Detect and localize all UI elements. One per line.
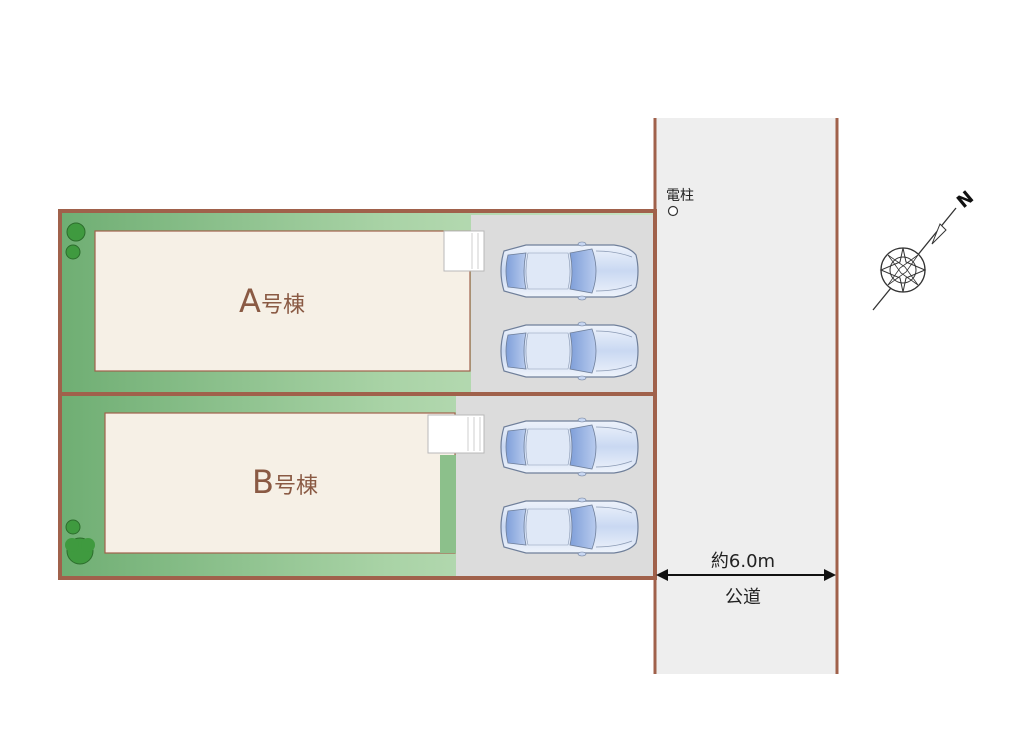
- utility-pole-label: 電柱: [666, 188, 694, 204]
- tree-icon: [65, 519, 81, 535]
- arrow-right-icon: [824, 569, 836, 581]
- road-label: 公道: [725, 587, 761, 608]
- utility-pole-icon: [667, 205, 679, 217]
- compass-north-label: N: [953, 187, 978, 213]
- house-a-footprint: [94, 230, 471, 372]
- parked-car-icon: [500, 417, 639, 477]
- road-width-label: 約6.0m: [711, 551, 775, 572]
- svg-text:A号棟: A号棟: [239, 282, 305, 320]
- tree-icon: [65, 244, 81, 260]
- house-b-steps: [427, 414, 485, 454]
- public-road: [655, 118, 837, 674]
- svg-text:B号棟: B号棟: [252, 463, 318, 501]
- parked-car-icon: [500, 321, 639, 381]
- compass-icon: N: [872, 187, 978, 311]
- tree-icon: [66, 222, 86, 242]
- house-a-suffix: 号棟: [261, 293, 305, 318]
- house-a-steps: [443, 230, 485, 272]
- parked-car-icon: [500, 497, 639, 557]
- house-b-suffix: 号棟: [274, 474, 318, 499]
- house-b-letter: B: [252, 463, 274, 501]
- parked-car-icon: [500, 241, 639, 301]
- house-a-letter: A: [239, 282, 261, 320]
- arrow-left-icon: [656, 569, 668, 581]
- house-b-footprint: [104, 412, 456, 554]
